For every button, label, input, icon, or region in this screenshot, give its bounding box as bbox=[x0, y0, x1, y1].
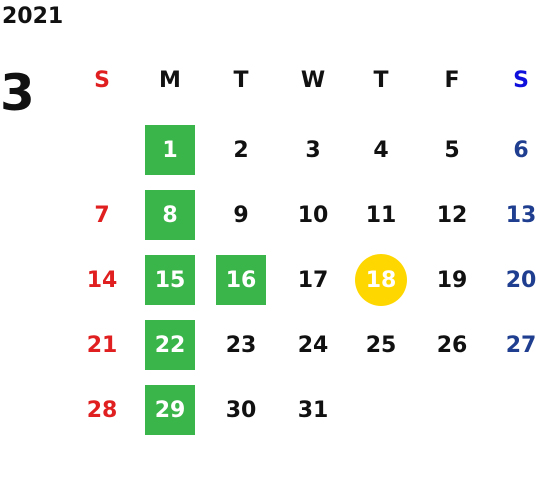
day-cell[interactable]: 10 bbox=[297, 202, 329, 228]
day-cell[interactable]: 26 bbox=[436, 332, 468, 358]
day-cell-highlighted[interactable]: 16 bbox=[216, 255, 266, 305]
weekday-header: T bbox=[373, 67, 389, 93]
day-cell[interactable]: 19 bbox=[436, 267, 468, 293]
weekday-header: W bbox=[300, 67, 326, 93]
day-cell-highlighted[interactable]: 29 bbox=[145, 385, 195, 435]
day-cell[interactable]: 2 bbox=[233, 137, 249, 163]
day-cell[interactable]: 4 bbox=[373, 137, 389, 163]
day-cell[interactable]: 28 bbox=[86, 397, 118, 423]
day-cell[interactable]: 27 bbox=[505, 332, 537, 358]
day-cell[interactable]: 17 bbox=[297, 267, 329, 293]
day-cell[interactable]: 30 bbox=[225, 397, 257, 423]
weekday-header: T bbox=[233, 67, 249, 93]
day-cell[interactable]: 6 bbox=[513, 137, 529, 163]
day-cell[interactable]: 14 bbox=[86, 267, 118, 293]
day-cell[interactable]: 20 bbox=[505, 267, 537, 293]
day-cell[interactable]: 23 bbox=[225, 332, 257, 358]
day-cell[interactable]: 13 bbox=[505, 202, 537, 228]
day-cell-today[interactable]: 18 bbox=[355, 254, 407, 306]
day-cell[interactable]: 7 bbox=[94, 202, 110, 228]
day-cell[interactable]: 12 bbox=[436, 202, 468, 228]
day-cell[interactable]: 5 bbox=[444, 137, 460, 163]
year-label: 2021 bbox=[2, 4, 64, 29]
day-cell[interactable]: 11 bbox=[365, 202, 397, 228]
day-cell[interactable]: 9 bbox=[233, 202, 249, 228]
weekday-header: F bbox=[444, 67, 460, 93]
day-cell-highlighted[interactable]: 8 bbox=[145, 190, 195, 240]
day-cell[interactable]: 25 bbox=[365, 332, 397, 358]
day-cell-highlighted[interactable]: 15 bbox=[145, 255, 195, 305]
month-label: 3 bbox=[0, 64, 35, 122]
day-cell-highlighted[interactable]: 22 bbox=[145, 320, 195, 370]
day-cell-highlighted[interactable]: 1 bbox=[145, 125, 195, 175]
weekday-header: S bbox=[513, 67, 529, 93]
day-cell[interactable]: 21 bbox=[86, 332, 118, 358]
weekday-header: S bbox=[94, 67, 110, 93]
weekday-header: M bbox=[159, 67, 181, 93]
day-cell[interactable]: 3 bbox=[305, 137, 321, 163]
day-cell[interactable]: 31 bbox=[297, 397, 329, 423]
day-cell[interactable]: 24 bbox=[297, 332, 329, 358]
